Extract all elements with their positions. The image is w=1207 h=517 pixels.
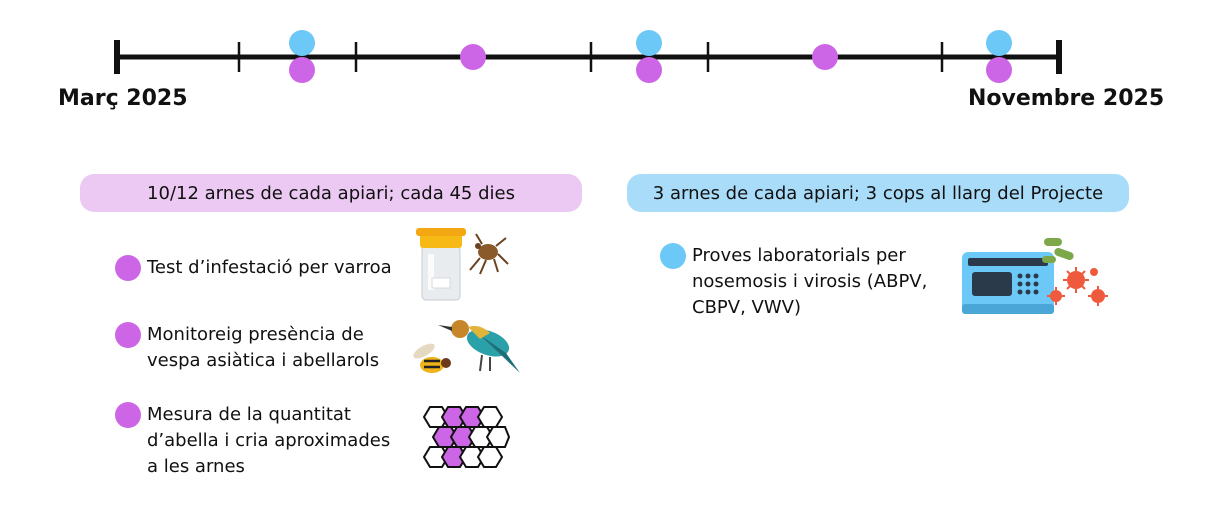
timeline-marker-purple bbox=[812, 44, 838, 70]
hornet-bird-icon bbox=[413, 320, 520, 373]
timeline-start-label: Març 2025 bbox=[58, 86, 188, 111]
item-line: Proves laboratorials per bbox=[692, 245, 906, 266]
right-group-banner: 3 arnes de cada apiari; 3 cops al llarg … bbox=[627, 174, 1129, 212]
honeycomb-icon bbox=[422, 406, 510, 468]
timeline-marker-blue bbox=[986, 30, 1012, 56]
item-line: vespa asiàtica i abellarols bbox=[147, 350, 380, 371]
timeline-marker-purple bbox=[289, 57, 315, 83]
bullet-blue bbox=[660, 243, 686, 269]
item-line: a les arnes bbox=[147, 456, 245, 477]
bullet-purple bbox=[115, 255, 141, 281]
pcr-virus-icon bbox=[962, 238, 1108, 314]
item-line: Monitoreig presència de bbox=[147, 324, 364, 345]
timeline-marker-purple bbox=[460, 44, 486, 70]
timeline-marker-purple bbox=[986, 57, 1012, 83]
timeline-end-label: Novembre 2025 bbox=[968, 86, 1165, 111]
item-line: CBPV, VWV) bbox=[692, 297, 801, 318]
item-line: Mesura de la quantitat bbox=[147, 404, 351, 425]
timeline-marker-purple bbox=[636, 57, 662, 83]
timeline bbox=[114, 30, 1062, 83]
left-group-banner: 10/12 arnes de cada apiari; cada 45 dies bbox=[80, 174, 582, 212]
bullet-purple bbox=[115, 402, 141, 428]
timeline-marker-blue bbox=[636, 30, 662, 56]
item-line: nosemosis i virosis (ABPV, bbox=[692, 271, 928, 292]
varroa-jar-icon bbox=[416, 228, 509, 301]
timeline-marker-blue bbox=[289, 30, 315, 56]
item-line: d’abella i cria aproximades bbox=[147, 430, 391, 451]
item-line: Test d’infestació per varroa bbox=[147, 257, 392, 278]
bullet-purple bbox=[115, 322, 141, 348]
